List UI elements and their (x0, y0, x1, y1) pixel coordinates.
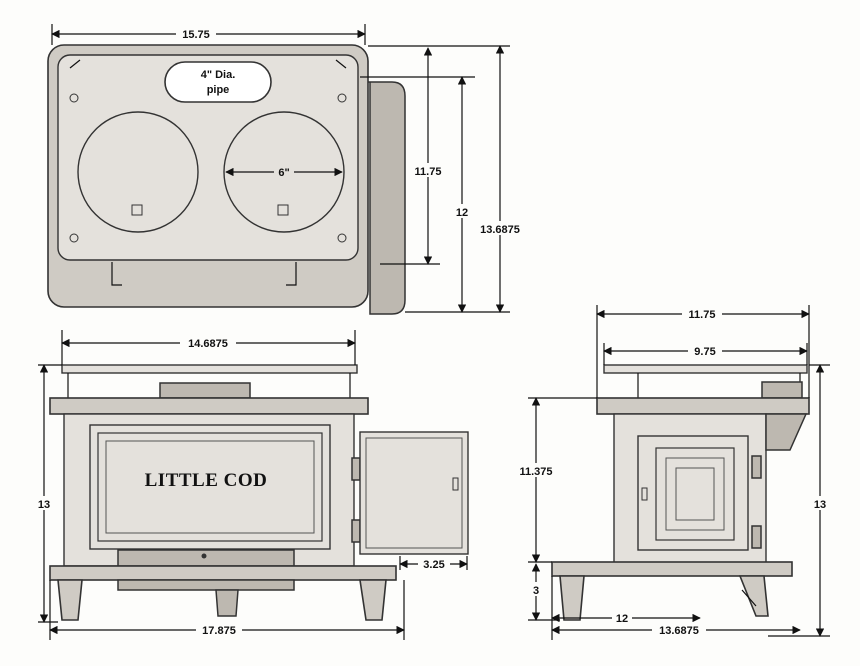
label-bg (176, 26, 216, 40)
top-view-back-plate (360, 81, 406, 315)
door-latch-icon (641, 487, 648, 501)
side-view: 11.75 9.75 11.375 3 13 12 13.6875 (510, 305, 830, 640)
front-door-frame (89, 424, 331, 550)
bolt-icon (337, 233, 347, 243)
side-body (613, 413, 767, 565)
bolt-icon (69, 93, 79, 103)
side-total-height-label: 13 (814, 499, 826, 511)
hinge-icon (351, 457, 361, 481)
leg-front-right (359, 579, 387, 621)
pipe-label-line2: pipe (207, 84, 230, 96)
side-door-window (675, 467, 715, 521)
burner-right-lifter (277, 204, 289, 216)
top-view-handle-right (286, 262, 297, 286)
label-bg (418, 556, 450, 570)
top-view: 4" Dia. pipe 6" 15.75 11.75 12 13.6875 (47, 24, 528, 315)
side-pipe-stub (761, 381, 803, 399)
side-door-frame (637, 435, 749, 551)
hinge-icon (751, 525, 762, 549)
side-inner-width-label: 9.75 (694, 346, 715, 358)
leg-front-left (57, 579, 83, 621)
label-bg (810, 496, 830, 510)
front-door-inset (105, 440, 315, 534)
front-base (49, 565, 397, 581)
base-width-label: 17.875 (202, 625, 236, 637)
side-back-plate (765, 413, 808, 451)
side-leg-brace (741, 589, 757, 607)
door-width-label: 3.25 (423, 559, 444, 571)
label-bg (612, 610, 632, 624)
front-cooktop-slab (49, 397, 369, 415)
depth-outer-label: 13.6875 (480, 224, 520, 236)
side-leg-right (738, 575, 769, 617)
hinge-icon (351, 519, 361, 543)
label-bg (474, 221, 528, 235)
side-cooktop-slab (596, 397, 810, 415)
burner-left (77, 111, 199, 233)
burner-dimension-label: 6" (278, 167, 289, 179)
label-bg (652, 622, 706, 636)
burner-label-bg (274, 164, 294, 178)
ash-lip-knob (201, 553, 207, 559)
front-height-label: 13 (38, 499, 50, 511)
side-leg-left (559, 575, 585, 621)
side-top-rail (603, 364, 808, 374)
depth-mid-label: 12 (456, 207, 468, 219)
open-side-door-inner (365, 437, 463, 549)
label-bg (180, 335, 236, 349)
label-bg (510, 463, 562, 477)
brand-text: LITTLE COD (145, 470, 268, 491)
leg-rear (215, 589, 239, 617)
side-door-inset (665, 457, 725, 531)
open-side-door (359, 431, 469, 555)
label-bg (410, 163, 446, 177)
top-view-corner-marks (69, 59, 347, 69)
pipe-label-line1: 4" Dia. (201, 69, 236, 81)
ash-pan (117, 579, 295, 591)
top-width-label: 15.75 (182, 29, 210, 41)
pipe-collar (164, 61, 272, 103)
ash-lip (117, 549, 295, 567)
side-door (655, 447, 735, 541)
side-base-inner-label: 12 (616, 613, 628, 625)
front-door-panel (97, 432, 323, 542)
side-base-outer-label: 13.6875 (659, 625, 699, 637)
front-pipe-stub (159, 382, 251, 399)
label-bg (528, 582, 544, 596)
bolt-icon (337, 93, 347, 103)
door-latch-icon (452, 477, 459, 491)
label-bg (451, 204, 473, 218)
label-bg (196, 622, 242, 636)
side-top-width-label: 11.75 (689, 309, 716, 321)
label-bg (34, 496, 54, 510)
side-base (551, 561, 793, 577)
burner-left-lifter (131, 204, 143, 216)
side-body-height-label: 11.375 (519, 466, 552, 478)
front-top-width-label: 14.6875 (188, 338, 228, 350)
top-view-handle-left (111, 262, 122, 286)
hinge-icon (751, 455, 762, 479)
label-bg (682, 306, 722, 320)
front-top-rail (61, 364, 358, 374)
front-view: LITTLE COD 14.6875 13 3.2 (34, 330, 469, 640)
depth-inner-label: 11.75 (415, 166, 442, 178)
label-bg (688, 343, 722, 357)
bolt-icon (69, 233, 79, 243)
side-leg-height-label: 3 (533, 585, 539, 597)
